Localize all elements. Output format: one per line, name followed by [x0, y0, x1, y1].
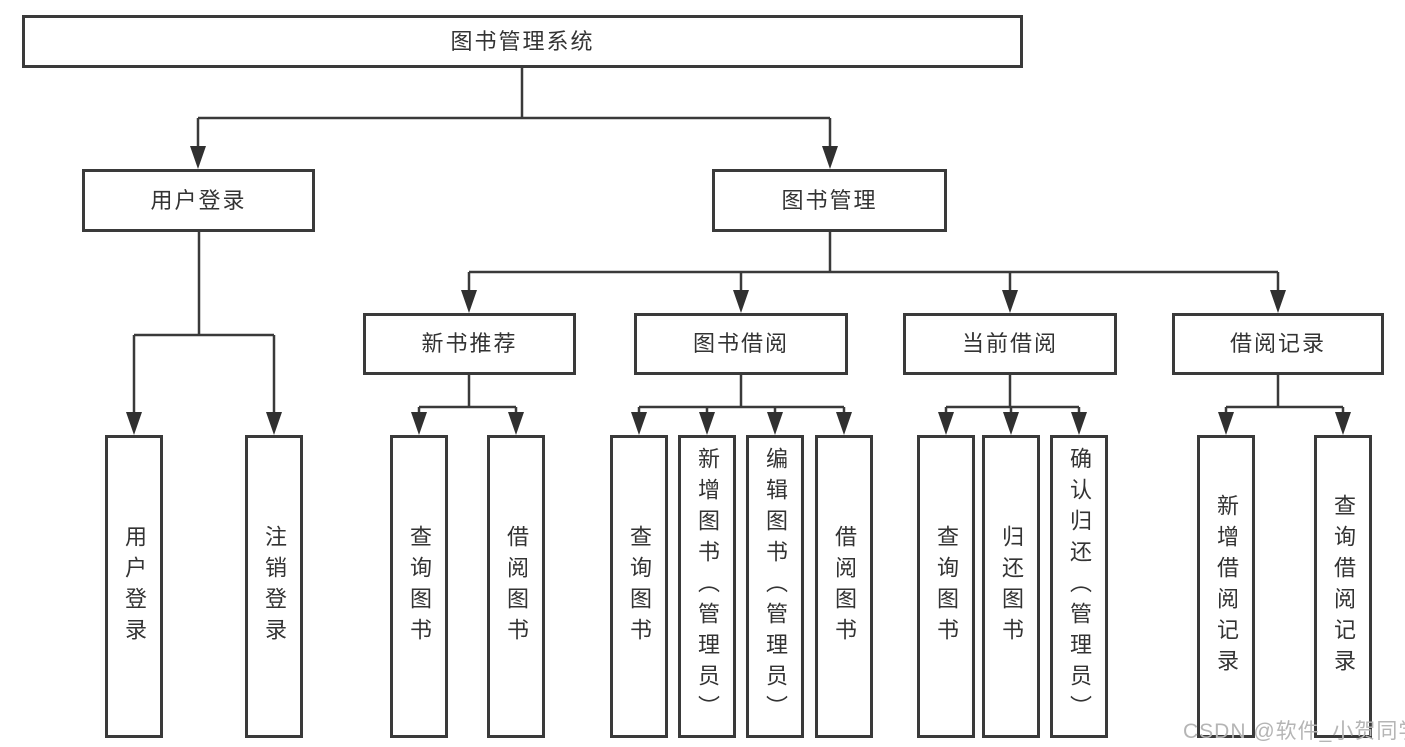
leaf-user-login: 用户登录 [105, 435, 163, 738]
leaf-recommend-borrow-book: 借阅图书 [487, 435, 545, 738]
leaf-borrowing-borrow-book: 借阅图书 [815, 435, 873, 738]
csdn-watermark: CSDN @软件_小贺同学 [1183, 720, 1405, 743]
leaf-query-borrow-record: 查询借阅记录 [1314, 435, 1372, 738]
leaf-add-borrow-record: 新增借阅记录 [1197, 435, 1255, 738]
node-root-library-system: 图书管理系统 [22, 15, 1023, 68]
leaf-confirm-return-admin: 确认归还（管理员） [1050, 435, 1108, 738]
node-borrow-records: 借阅记录 [1172, 313, 1384, 375]
node-book-borrowing: 图书借阅 [634, 313, 848, 375]
leaf-add-book-admin: 新增图书（管理员） [678, 435, 736, 738]
leaf-logout: 注销登录 [245, 435, 303, 738]
leaf-edit-book-admin: 编辑图书（管理员） [746, 435, 804, 738]
leaf-borrowing-query-book: 查询图书 [610, 435, 668, 738]
node-book-management: 图书管理 [712, 169, 947, 232]
node-current-borrowing: 当前借阅 [903, 313, 1117, 375]
node-user-login: 用户登录 [82, 169, 315, 232]
leaf-current-query-book: 查询图书 [917, 435, 975, 738]
leaf-recommend-query-book: 查询图书 [390, 435, 448, 738]
leaf-return-book: 归还图书 [982, 435, 1040, 738]
node-new-book-recommend: 新书推荐 [363, 313, 576, 375]
